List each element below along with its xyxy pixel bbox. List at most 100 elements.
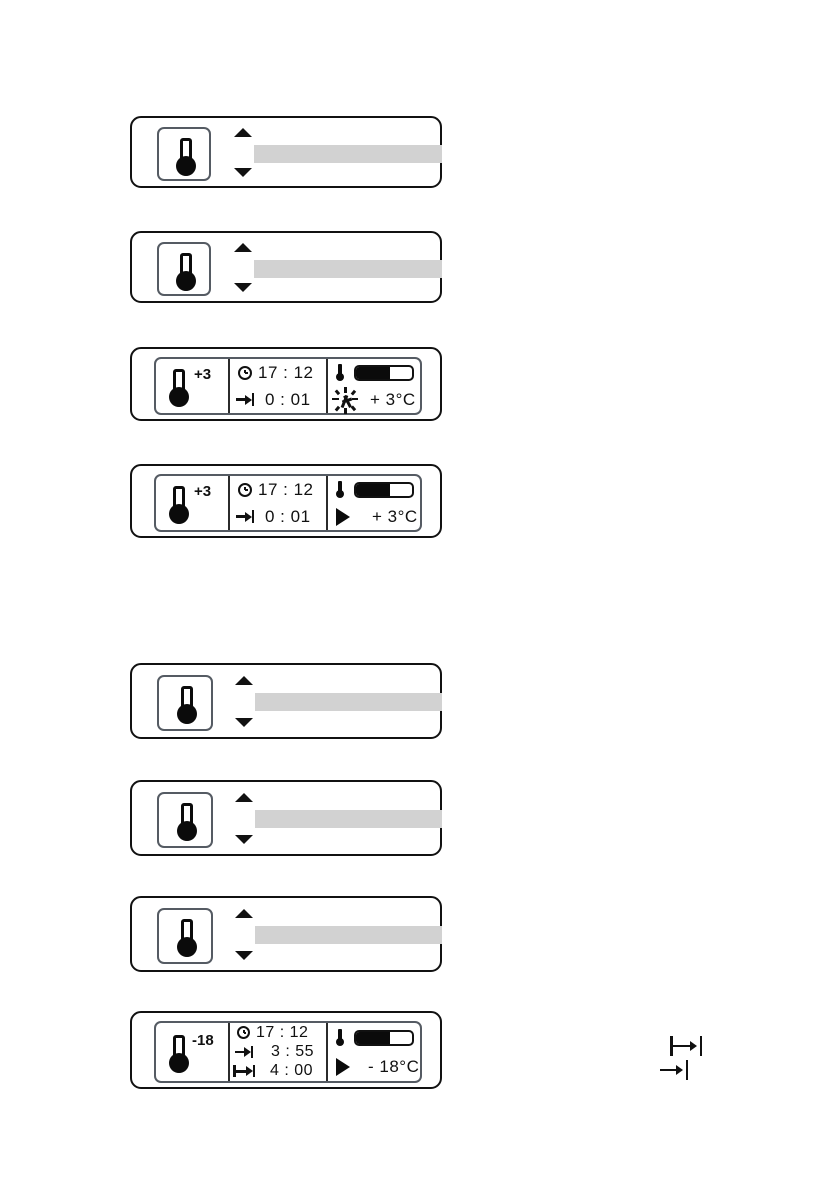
column-divider — [228, 476, 230, 530]
display-screen-3: -18 17 : 12 3 : 55 — [154, 1021, 422, 1083]
temp-up-arrow-5[interactable] — [235, 909, 253, 918]
arrow-to-bar-icon — [235, 1045, 253, 1058]
thermometer-icon — [176, 138, 196, 176]
column-divider — [326, 359, 328, 413]
timer-value: 0 : 01 — [265, 389, 311, 409]
temp-badge: +3 — [194, 483, 212, 500]
selector-panel-2[interactable] — [130, 231, 442, 303]
thermometer-button-4[interactable] — [157, 792, 213, 848]
clock-row: 17 : 12 — [230, 1023, 326, 1042]
clock-icon — [237, 1026, 250, 1040]
thermometer-icon — [177, 686, 197, 724]
temp-down-arrow-5[interactable] — [235, 951, 253, 960]
arrow-to-bar-icon — [660, 1060, 688, 1080]
elapsed-row: 3 : 55 — [230, 1042, 326, 1061]
setpoint-value: + 3°C — [370, 389, 416, 409]
temp-up-arrow-2[interactable] — [234, 243, 252, 252]
setpoint-row: - 18°C — [328, 1052, 420, 1081]
temp-down-arrow-3[interactable] — [235, 718, 253, 727]
temp-up-arrow-1[interactable] — [234, 128, 252, 137]
level-gauge-fill — [356, 483, 390, 496]
level-gauge — [354, 481, 414, 498]
temp-down-arrow-1[interactable] — [234, 168, 252, 177]
column-divider — [326, 1023, 328, 1081]
legend-icons — [660, 1036, 720, 1092]
selector-panel-5[interactable] — [130, 896, 442, 972]
level-gauge-fill — [356, 1031, 390, 1044]
display-temp-column-3: -18 — [156, 1023, 228, 1081]
thermometer-button-3[interactable] — [157, 675, 213, 731]
level-bar-2 — [254, 260, 442, 278]
column-divider — [228, 1023, 230, 1081]
defrost-icon — [332, 386, 358, 414]
play-icon — [336, 1057, 350, 1076]
level-gauge — [354, 364, 414, 381]
temp-down-arrow-4[interactable] — [235, 835, 253, 844]
timer-value: 0 : 01 — [265, 506, 311, 526]
gauge-row — [328, 476, 420, 503]
display-panel-2[interactable]: +3 17 : 12 0 : 01 — [130, 464, 442, 538]
total-row: 4 : 00 — [230, 1062, 326, 1081]
temp-down-arrow-2[interactable] — [234, 283, 252, 292]
gauge-row — [328, 1023, 420, 1052]
arrow-to-bar-icon — [236, 510, 254, 523]
display-temp-column-2: +3 — [156, 476, 228, 530]
column-divider — [228, 359, 230, 413]
bar-arrow-to-bar-icon — [233, 1065, 255, 1078]
thermometer-icon — [177, 919, 197, 957]
clock-icon — [238, 365, 252, 380]
setpoint-value: + 3°C — [372, 506, 418, 526]
display-panel-3[interactable]: -18 17 : 12 3 : 55 — [130, 1011, 442, 1089]
thermometer-icon — [177, 803, 197, 841]
display-panel-1[interactable]: +3 17 : 12 0 : 01 — [130, 347, 442, 421]
setpoint-row: + 3°C — [328, 386, 420, 414]
thermometer-button-5[interactable] — [157, 908, 213, 964]
thermometer-small-icon — [335, 1028, 345, 1047]
temp-up-arrow-3[interactable] — [235, 676, 253, 685]
display-screen-1: +3 17 : 12 0 : 01 — [154, 357, 422, 415]
temp-badge: -18 — [192, 1032, 214, 1049]
display-time-column-3: 17 : 12 3 : 55 — [230, 1023, 326, 1081]
level-bar-1 — [254, 145, 442, 163]
column-divider — [326, 476, 328, 530]
elapsed-value: 3 : 55 — [271, 1042, 315, 1060]
bar-arrow-to-bar-icon — [670, 1036, 702, 1056]
display-time-column-1: 17 : 12 0 : 01 — [230, 359, 326, 413]
display-screen-2: +3 17 : 12 0 : 01 — [154, 474, 422, 532]
clock-row: 17 : 12 — [230, 476, 326, 503]
display-gauge-column-1: + 3°C — [328, 359, 420, 414]
level-bar-3 — [255, 693, 442, 711]
thermometer-icon — [169, 486, 189, 524]
clock-value: 17 : 12 — [256, 1023, 309, 1041]
thermometer-small-icon — [335, 363, 345, 382]
timer-row: 0 : 01 — [230, 503, 326, 530]
level-gauge-fill — [356, 366, 390, 379]
play-icon — [336, 507, 350, 526]
thermometer-small-icon — [335, 480, 345, 499]
selector-panel-3[interactable] — [130, 663, 442, 739]
display-temp-column-1: +3 — [156, 359, 228, 413]
level-bar-5 — [255, 926, 442, 944]
setpoint-row: + 3°C — [328, 503, 420, 530]
thermometer-icon — [169, 369, 189, 407]
selector-panel-1[interactable] — [130, 116, 442, 188]
timer-row: 0 : 01 — [230, 386, 326, 413]
clock-value: 17 : 12 — [258, 362, 314, 382]
display-gauge-column-3: - 18°C — [328, 1023, 420, 1081]
temp-badge: +3 — [194, 366, 212, 383]
clock-row: 17 : 12 — [230, 359, 326, 386]
thermometer-button-2[interactable] — [157, 242, 211, 296]
setpoint-value: - 18°C — [368, 1056, 420, 1076]
clock-icon — [238, 482, 252, 497]
selector-panel-4[interactable] — [130, 780, 442, 856]
thermometer-button-1[interactable] — [157, 127, 211, 181]
thermometer-icon — [176, 253, 196, 291]
thermometer-icon — [169, 1035, 189, 1073]
temp-up-arrow-4[interactable] — [235, 793, 253, 802]
display-gauge-column-2: + 3°C — [328, 476, 420, 530]
arrow-to-bar-icon — [236, 393, 254, 406]
clock-value: 17 : 12 — [258, 479, 314, 499]
level-bar-4 — [255, 810, 442, 828]
level-gauge — [354, 1029, 414, 1046]
